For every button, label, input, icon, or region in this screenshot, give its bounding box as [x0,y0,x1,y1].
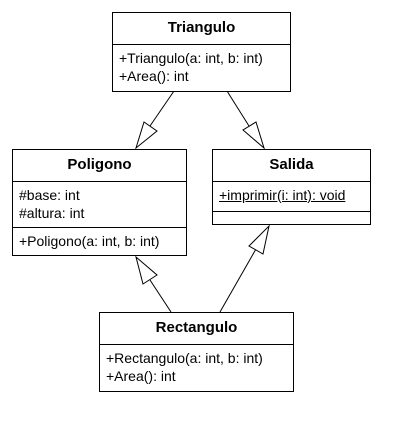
operation-item: +Triangulo(a: int, b: int) [119,50,263,66]
class-name-poligono: Poligono [13,150,186,182]
edge-triangulo-salida [226,90,250,127]
operation-item-static: +imprimir(i: int): void [219,187,346,203]
arrowhead-poligono-from-triangulo [135,121,158,150]
class-name-salida: Salida [213,150,370,182]
class-triangulo[interactable]: Triangulo +Triangulo(a: int, b: int) +Ar… [112,12,291,92]
arrowhead-salida-from-rectangulo [248,224,270,255]
arrowhead-poligono-from-rectangulo [135,255,158,285]
operations-salida [213,212,370,224]
class-salida[interactable]: Salida +imprimir(i: int): void [212,149,371,225]
arrowhead-salida-from-triangulo [242,121,265,150]
attribute-item: #base: int [19,187,80,203]
operation-item: +Rectangulo(a: int, b: int) [106,350,263,366]
attributes-salida: +imprimir(i: int): void [213,182,370,212]
class-poligono[interactable]: Poligono #base: int #altura: int +Poligo… [12,149,187,256]
operation-item: +Area(): int [106,368,176,384]
operation-item: +Area(): int [119,68,189,84]
attributes-poligono: #base: int #altura: int [13,182,186,228]
class-rectangulo[interactable]: Rectangulo +Rectangulo(a: int, b: int) +… [99,312,294,392]
class-name-rectangulo: Rectangulo [100,313,293,345]
edge-triangulo-poligono [149,90,175,127]
operation-item: +Poligono(a: int, b: int) [19,233,160,249]
operations-triangulo: +Triangulo(a: int, b: int) +Area(): int [113,45,290,87]
attribute-item: #altura: int [19,205,85,221]
operations-poligono: +Poligono(a: int, b: int) [13,228,186,252]
edge-rectangulo-poligono [149,279,172,313]
edge-rectangulo-salida [219,248,257,313]
operations-rectangulo: +Rectangulo(a: int, b: int) +Area(): int [100,345,293,387]
class-name-triangulo: Triangulo [113,13,290,45]
